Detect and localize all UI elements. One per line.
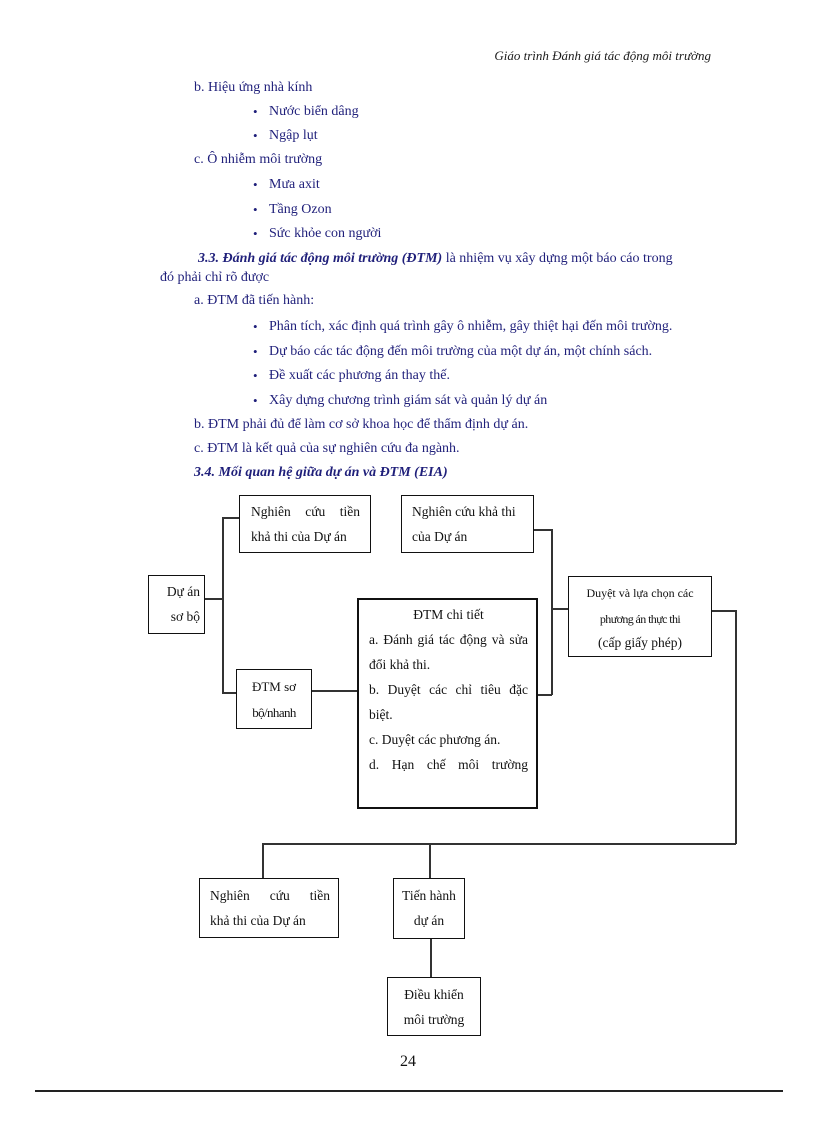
box-text: của Dự án (412, 529, 468, 544)
section-3-3-text-cont: đó phải chỉ rõ được (160, 270, 270, 285)
list-item: Mưa axit (253, 173, 320, 198)
connector-line (430, 938, 432, 977)
connector-line (551, 529, 553, 695)
box-text: phương án thực thi (599, 612, 681, 626)
section-b-label: b. Hiệu ứng nhà kính (194, 80, 313, 95)
connector-line (262, 843, 736, 845)
list-item: Ngập lụt (253, 124, 317, 149)
connector-line (735, 610, 737, 844)
box-dtm-chi-tiet: ĐTM chi tiết a. Đánh giá tác động và sửa… (357, 598, 538, 809)
box-text: sơ bộ (170, 609, 200, 624)
box-text: môi trường (403, 1012, 465, 1027)
connector-line (222, 517, 239, 519)
list-item: Dự báo các tác động đến môi trường của m… (253, 340, 652, 365)
connector-line (204, 598, 222, 600)
connector-line (537, 694, 552, 696)
box-text: khả thi của Dự án (210, 913, 306, 928)
connector-line (222, 692, 236, 694)
section-3-3-heading: 3.3. Đánh giá tác động môi trường (ĐTM) (198, 251, 443, 266)
list-item: Xây dựng chương trình giám sát và quản l… (253, 389, 547, 414)
connector-line (311, 690, 357, 692)
list-item: Sức khỏe con người (253, 222, 381, 247)
section-c-label: c. Ô nhiễm môi trường (194, 152, 323, 167)
box-item: c. Duyệt các phương án. (369, 732, 501, 747)
connector-line (222, 517, 224, 693)
list-item: Phân tích, xác định quá trình gây ô nhiễ… (253, 315, 672, 340)
box-text: (cấp giấy phép) (598, 635, 682, 650)
section-3-3-paragraph: 3.3. Đánh giá tác động môi trường (ĐTM) … (198, 247, 673, 272)
section-b2-text: b. ĐTM phải đủ để làm cơ sở khoa học để … (194, 417, 529, 432)
connector-line (429, 843, 431, 878)
box-item: b. Duyệt các chỉ tiêu đặc biệt. (369, 682, 528, 722)
box-dtm-so-bo: ĐTM sơ bộ/nhanh (236, 669, 312, 729)
box-text: Duyệt và lựa chọn các (586, 586, 694, 600)
footer-rule (35, 1090, 783, 1092)
box-bottom-nghien-cuu: Nghiên cứu tiền khả thi của Dự án (199, 878, 339, 938)
section-3-4-heading: 3.4. Mối quan hệ giữa dự án và ĐTM (EIA) (194, 465, 448, 480)
section-c2-text: c. ĐTM là kết quả của sự nghiên cứu đa n… (194, 441, 460, 456)
box-title: ĐTM chi tiết (413, 607, 484, 622)
box-tien-hanh: Tiến hành dự án (393, 878, 465, 939)
box-dieu-khien: Điều khiển môi trường (387, 977, 481, 1036)
box-text: dự án (413, 913, 445, 928)
section-3-3-text: là nhiệm vụ xây dựng một báo cáo trong (442, 251, 673, 266)
running-header: Giáo trình Đánh giá tác động môi trường (494, 48, 711, 63)
box-duyet-lua-chon: Duyệt và lựa chọn các phương án thực thi… (568, 576, 712, 657)
box-item: d. Hạn chế môi trường (369, 757, 528, 772)
list-item: Đề xuất các phương án thay thế. (253, 364, 450, 389)
connector-line (551, 608, 568, 610)
box-nghien-cuu-kha-thi: Nghiên cứu khả thi của Dự án (401, 495, 534, 553)
box-text: ĐTM sơ (251, 679, 297, 694)
box-text: Nghiên cứu khả thi (412, 504, 516, 519)
box-text: Tiến hành (402, 888, 456, 903)
box-text: Nghiên cứu tiền (251, 504, 360, 519)
page-number: 24 (400, 1053, 416, 1070)
box-nghien-cuu-tien-kha-thi: Nghiên cứu tiền khả thi của Dự án (239, 495, 371, 553)
section-a-label: a. ĐTM đã tiến hành: (194, 293, 315, 308)
box-text: khả thi của Dự án (251, 529, 347, 544)
box-text: bộ/nhanh (252, 705, 296, 720)
box-item: a. Đánh giá tác động và sửa đổi khả thi. (369, 632, 528, 672)
box-text: Điều khiển (404, 987, 464, 1002)
box-du-an-so-bo: Dự án sơ bộ (148, 575, 205, 634)
box-text: Dự án (166, 584, 200, 599)
connector-line (262, 843, 264, 878)
box-text: Nghiên cứu tiền (210, 888, 330, 903)
connector-line (711, 610, 736, 612)
connector-line (533, 529, 551, 531)
list-item: Tầng Ozon (253, 198, 331, 223)
list-item: Nước biển dâng (253, 100, 359, 125)
